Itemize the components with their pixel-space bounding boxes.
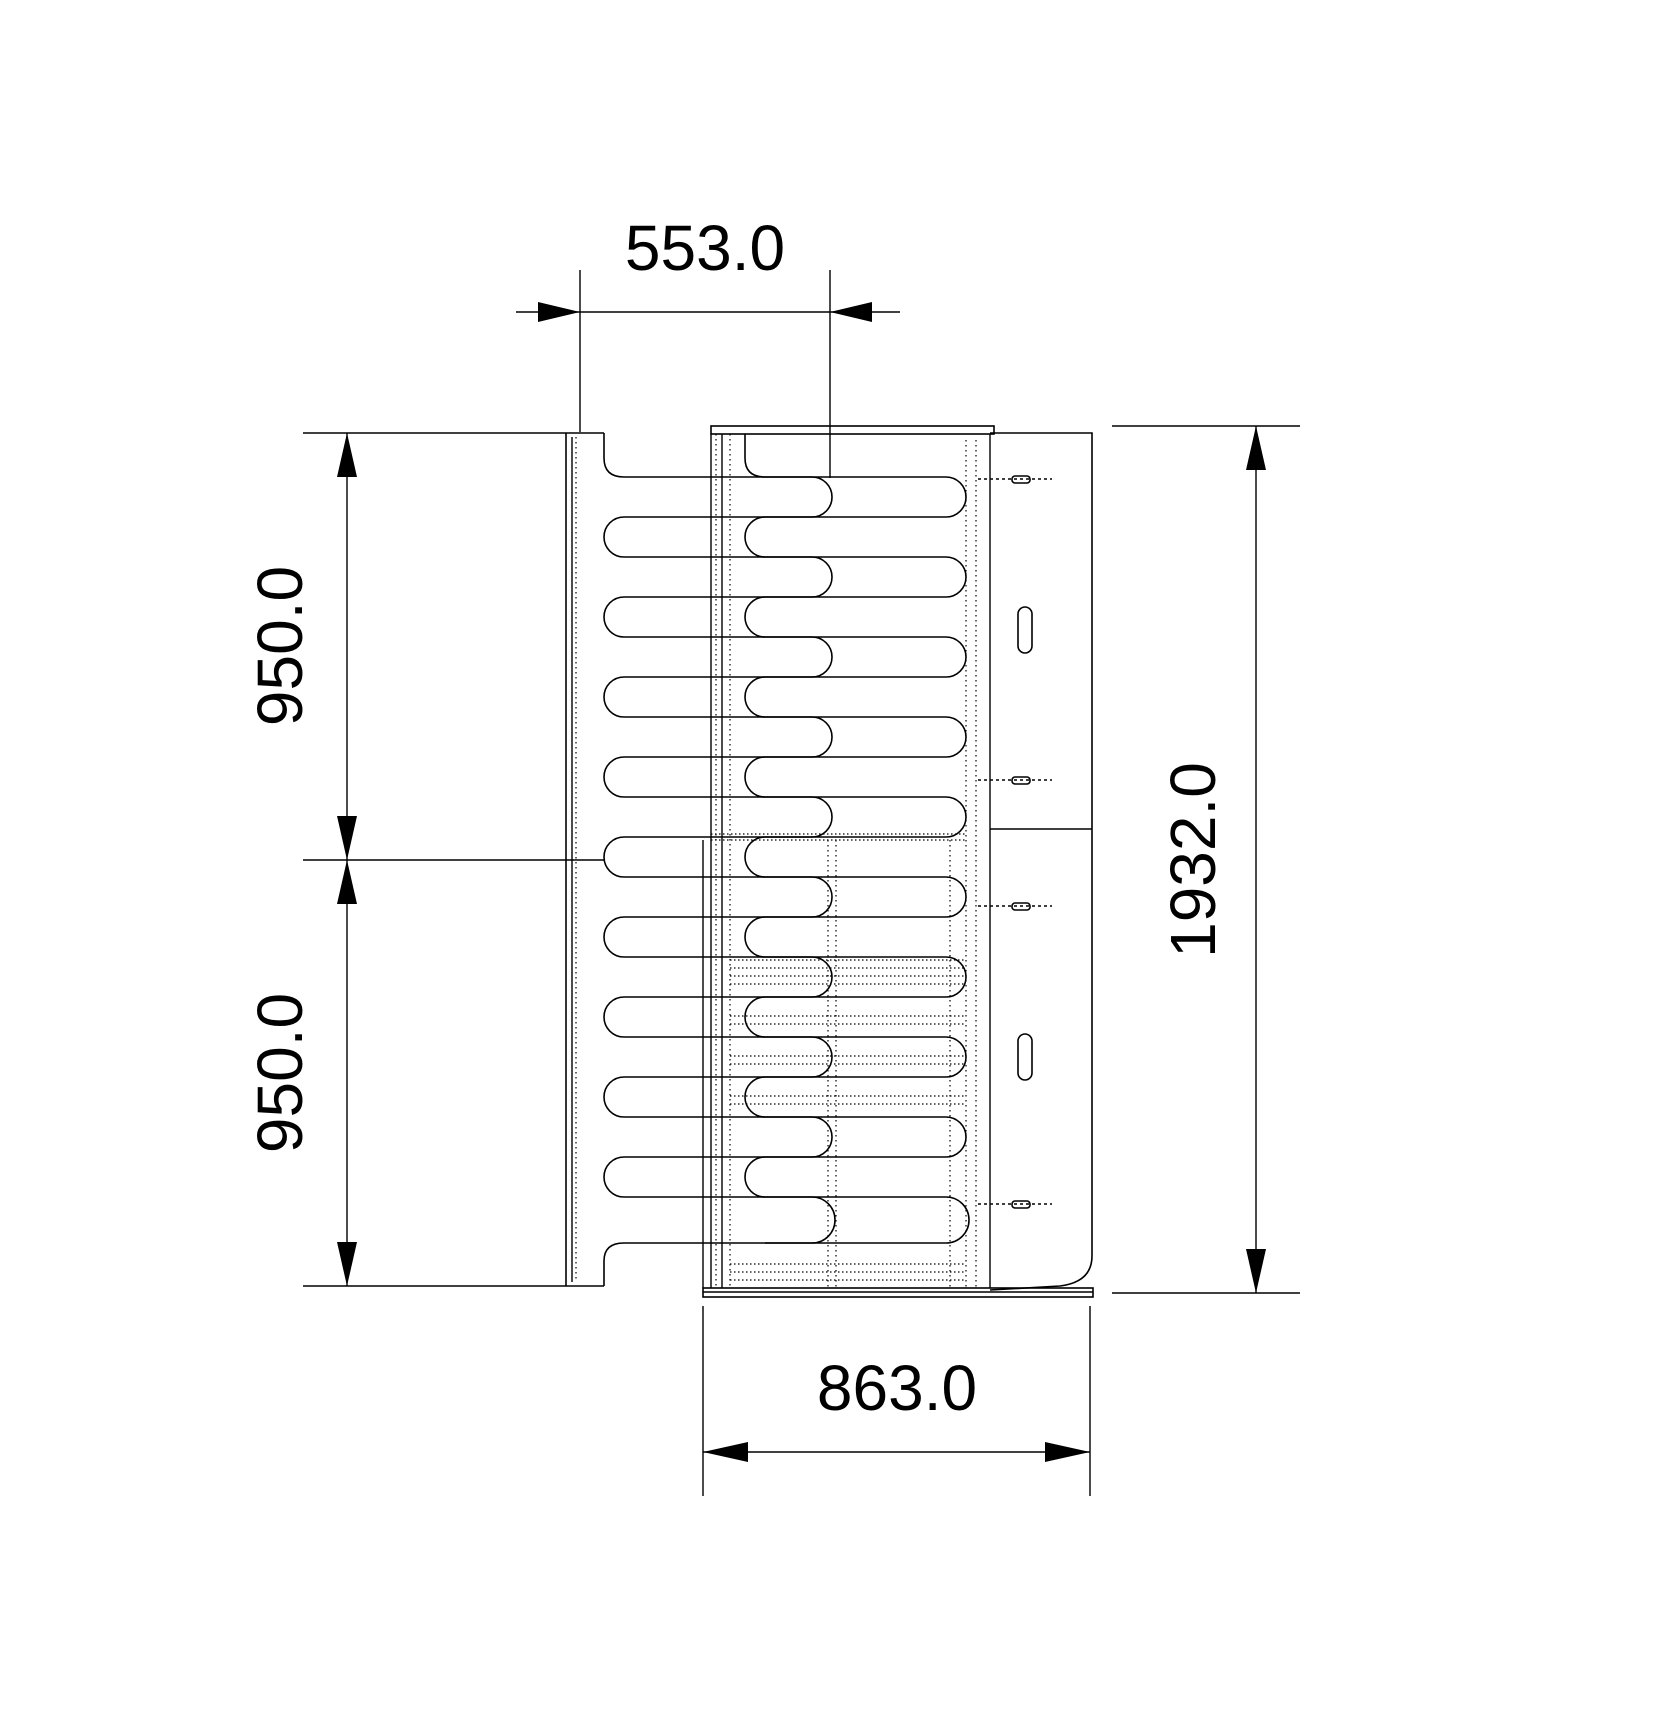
dimension-label-base-width: 863.0 [817,1352,977,1424]
dimension-base-width: 863.0 [702,1306,1091,1496]
dimension-label-upper-height: 950.0 [244,566,316,726]
dimension-label-total-height: 1932.0 [1157,762,1229,958]
dimension-label-lower-height: 950.0 [244,993,316,1153]
dimension-top-width: 553.0 [516,212,900,478]
dimension-label-top-width: 553.0 [625,212,785,284]
left-serpentine-tubes [603,476,836,1244]
oblong-hole-upper [1017,606,1033,654]
left-panel [565,432,836,1287]
oblong-hole-lower [1017,1033,1033,1081]
pin-slot-3 [978,902,1052,911]
lower-housing-hidden-grid [730,840,966,1288]
dimension-right-total-height: 1932.0 [1112,425,1300,1294]
right-housing [566,425,1094,1298]
dimension-left-heights: 950.0 950.0 [244,432,566,1287]
pin-slot-1 [978,475,1052,484]
right-serpentine-tubes [744,434,970,1244]
pin-slot-2 [978,776,1052,785]
side-cover-features [978,475,1052,1209]
pin-slot-4 [978,1200,1052,1209]
